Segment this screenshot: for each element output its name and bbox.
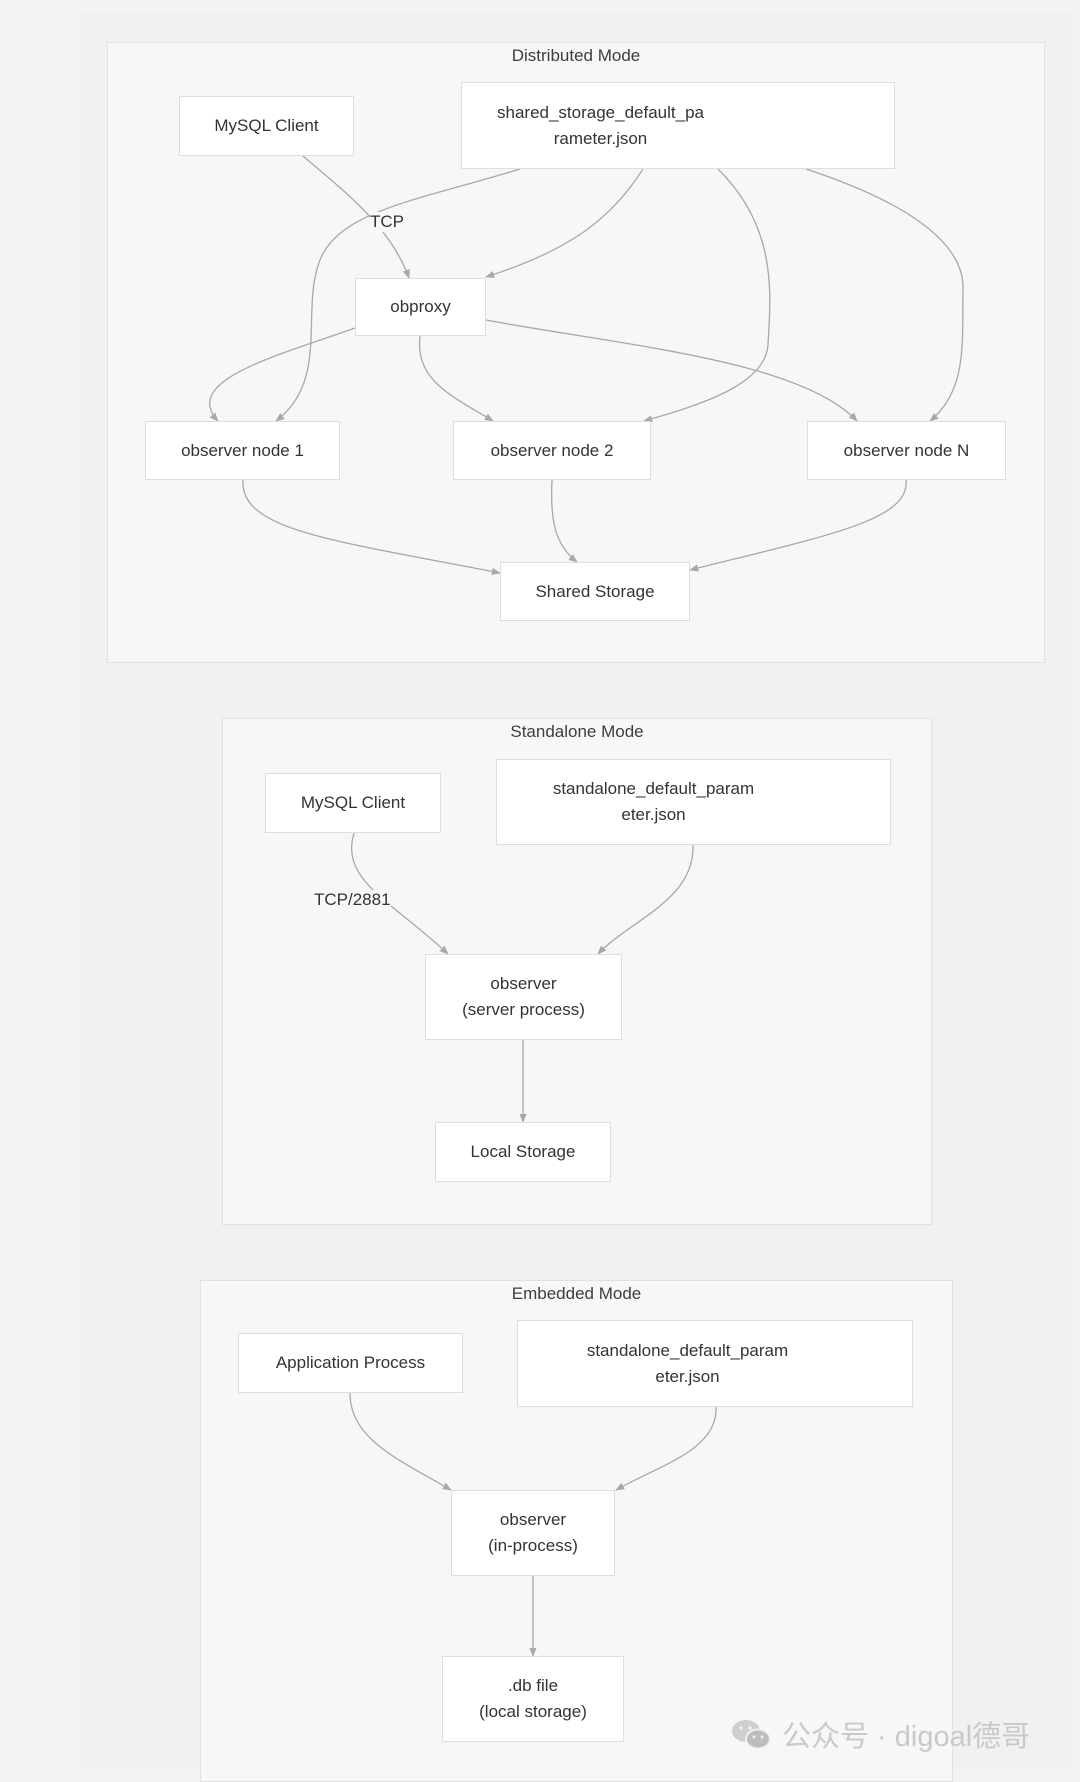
edge-param-to-observer bbox=[597, 844, 694, 955]
edge-obproxy-to-node2 bbox=[418, 335, 494, 422]
watermark: 公众号 · digoal德哥 bbox=[730, 1713, 1030, 1755]
distributed-mode-title: Distributed Mode bbox=[511, 46, 641, 65]
edge-node1-to-storage bbox=[242, 479, 501, 576]
standalone-param-file-label: standalone_default_param eter.json bbox=[552, 779, 755, 824]
observer-node-1-label: observer node 1 bbox=[181, 440, 304, 460]
edge-param-to-node1 bbox=[275, 168, 521, 422]
standalone-mysql-client-node: MySQL Client bbox=[265, 773, 441, 833]
observer-node-2-label: observer node 2 bbox=[490, 440, 614, 460]
edge-app-to-observer bbox=[349, 1392, 452, 1491]
shared-storage-param-file-node: shared_storage_default_pa rameter.json bbox=[461, 82, 895, 169]
application-process-node: Application Process bbox=[238, 1333, 463, 1393]
watermark-text: 公众号 · digoal德哥 bbox=[782, 1721, 1031, 1753]
edge-param-to-observer-embedded bbox=[615, 1406, 717, 1491]
edge-nodeN-to-storage bbox=[689, 479, 907, 572]
observer-in-process-node: observer (in-process) bbox=[451, 1490, 615, 1576]
observer-node-n: observer node N bbox=[807, 421, 1006, 480]
db-file-label: .db file (local storage) bbox=[479, 1676, 587, 1721]
edge-obproxy-to-nodeN bbox=[485, 319, 858, 422]
observer-server-process-label: observer (server process) bbox=[462, 974, 585, 1019]
edge-param-to-obproxy bbox=[485, 168, 644, 278]
observer-node-1: observer node 1 bbox=[145, 421, 340, 480]
obproxy-label: obproxy bbox=[390, 297, 451, 316]
application-process-label: Application Process bbox=[275, 1353, 426, 1372]
edge-param-to-node2 bbox=[643, 168, 771, 423]
obproxy-node: obproxy bbox=[355, 278, 486, 336]
edge-obproxy-to-node1 bbox=[209, 327, 356, 422]
observer-in-process-label: observer (in-process) bbox=[488, 1510, 578, 1555]
shared-storage-label: Shared Storage bbox=[535, 581, 655, 601]
embedded-param-file-label: standalone_default_param eter.json bbox=[586, 1340, 789, 1386]
edge-node2-to-storage bbox=[550, 479, 578, 563]
local-storage-label: Local Storage bbox=[470, 1142, 576, 1161]
tcp-2881-edge-label: TCP/2881 bbox=[314, 890, 391, 910]
embedded-param-file-node: standalone_default_param eter.json bbox=[517, 1320, 913, 1407]
shared-storage-param-file-label: shared_storage_default_pa rameter.json bbox=[497, 102, 704, 148]
observer-node-n-label: observer node N bbox=[843, 440, 970, 460]
observer-node-2: observer node 2 bbox=[453, 421, 651, 480]
embedded-mode-title: Embedded Mode bbox=[511, 1284, 642, 1303]
db-file-node: .db file (local storage) bbox=[442, 1656, 624, 1742]
tcp-edge-label: TCP bbox=[370, 212, 404, 232]
mysql-client-label: MySQL Client bbox=[214, 116, 319, 135]
edge-param-to-nodeN bbox=[805, 168, 964, 422]
standalone-param-file-node: standalone_default_param eter.json bbox=[496, 759, 891, 845]
shared-storage-node: Shared Storage bbox=[500, 562, 690, 621]
local-storage-node: Local Storage bbox=[435, 1122, 611, 1182]
observer-server-process-node: observer (server process) bbox=[425, 954, 622, 1040]
standalone-mode-title: Standalone Mode bbox=[510, 722, 644, 741]
standalone-mysql-client-label: MySQL Client bbox=[300, 793, 406, 812]
edge-client-to-obproxy bbox=[302, 155, 410, 279]
mysql-client-node: MySQL Client bbox=[179, 96, 354, 156]
wechat-icon bbox=[732, 1720, 771, 1750]
